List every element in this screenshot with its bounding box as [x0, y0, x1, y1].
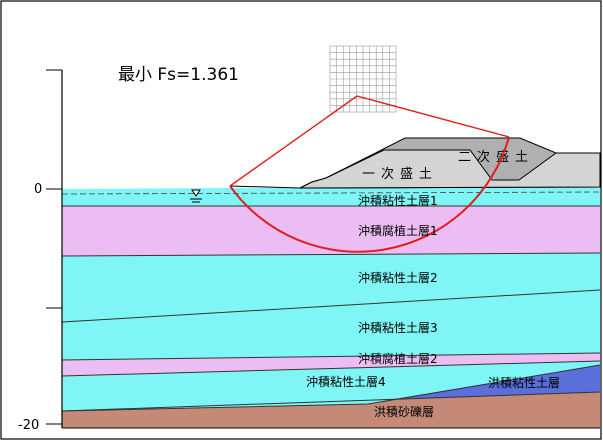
layer-label: 洪積粘性土層	[488, 375, 560, 390]
depth-axis	[46, 69, 600, 429]
layer-label: 沖積腐植土層1	[358, 223, 438, 238]
layer-label: 沖積腐植土層2	[358, 351, 438, 366]
axis-tick-label-0: 0	[34, 182, 42, 197]
diagram-title: 最小 Fs=1.361	[118, 65, 239, 85]
layer-alluvial-clay-3	[62, 290, 600, 360]
layer-pleistocene-gravel	[62, 392, 600, 428]
slip-arc	[229, 136, 510, 253]
layer-label: 沖積粘性土層3	[358, 320, 438, 335]
layer-label: 洪積砂礫層	[374, 404, 434, 419]
boundary-line	[61, 360, 601, 377]
embankments: 一次盛土 二次盛土	[229, 137, 601, 189]
search-grid-icon	[329, 45, 397, 113]
layer-boundaries	[61, 191, 601, 412]
layer-label: 沖積粘性土層4	[306, 374, 386, 389]
boundary-line	[61, 252, 601, 257]
radius-line-right	[356, 95, 510, 138]
layer-labels: 沖積粘性土層1 沖積腐植土層1 沖積粘性土層2 沖積粘性土層3 沖積腐植土層2 …	[306, 193, 560, 419]
layer-label: 沖積粘性土層2	[358, 270, 438, 285]
embankment-first-label: 一次盛土	[362, 166, 438, 182]
layer-alluvial-humus-1	[62, 206, 600, 256]
boundary-line	[61, 391, 601, 412]
slip-circle	[229, 95, 510, 253]
boundary-line	[61, 289, 601, 323]
layer-alluvial-clay-2	[62, 253, 600, 322]
layer-alluvial-clay-4	[62, 361, 600, 411]
ground-line	[229, 185, 301, 189]
layer-label: 沖積粘性土層1	[358, 193, 438, 208]
boundary-line	[61, 364, 601, 412]
soil-layers	[62, 186, 600, 428]
embankment-second-label: 二次盛土	[458, 149, 534, 165]
layer-alluvial-clay-1	[62, 186, 600, 206]
water-table-icon	[190, 189, 202, 203]
axis-tick-label-20: -20	[18, 418, 39, 433]
radius-line-left	[229, 95, 358, 187]
boundary-line	[61, 352, 601, 361]
embankment-first	[299, 149, 601, 189]
